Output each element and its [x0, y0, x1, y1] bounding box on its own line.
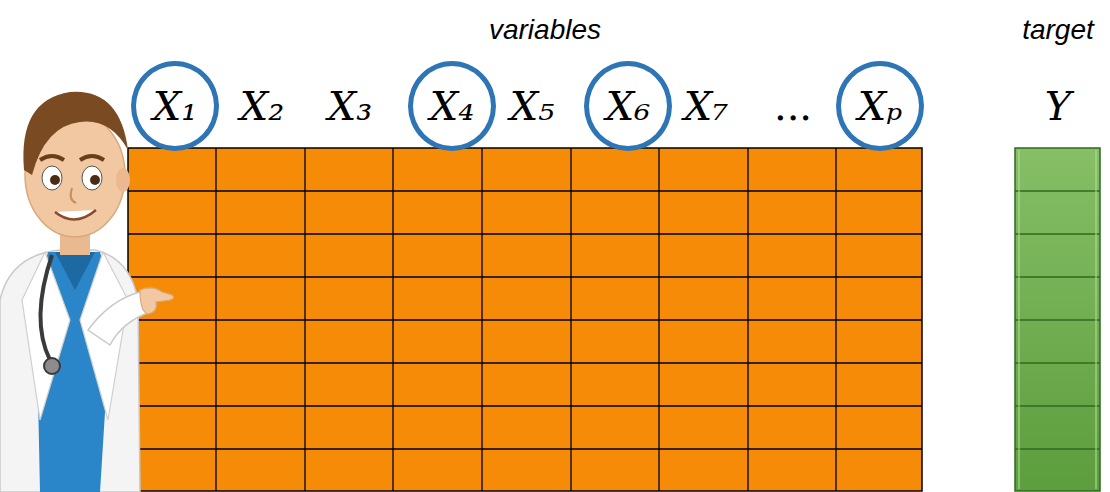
- variable-name: Xₚ: [858, 86, 902, 126]
- variable-name: X₇: [684, 86, 729, 126]
- variable-name: X₁: [153, 86, 198, 126]
- target-highlight: [1019, 150, 1096, 489]
- target-column: [1015, 148, 1100, 491]
- variable-name: X₅: [510, 86, 555, 126]
- highlight-circle: X₁: [131, 61, 219, 151]
- group-heading: target: [1022, 16, 1094, 44]
- group-heading: variables: [489, 16, 601, 44]
- highlight-circle: Xₚ: [836, 61, 924, 151]
- highlight-circle: X₄: [408, 61, 496, 151]
- variable-name: Y: [1045, 86, 1071, 126]
- variable-name: X₄: [430, 86, 475, 126]
- variable-name: ...: [774, 86, 812, 126]
- grid-lines: [128, 148, 922, 491]
- variable-grid: [128, 148, 922, 491]
- target-lines: [1015, 191, 1100, 449]
- highlight-circle: X₆: [584, 61, 672, 151]
- variable-name: X₆: [606, 86, 651, 126]
- variable-name: X₂: [240, 86, 285, 126]
- variable-name: X₃: [328, 86, 373, 126]
